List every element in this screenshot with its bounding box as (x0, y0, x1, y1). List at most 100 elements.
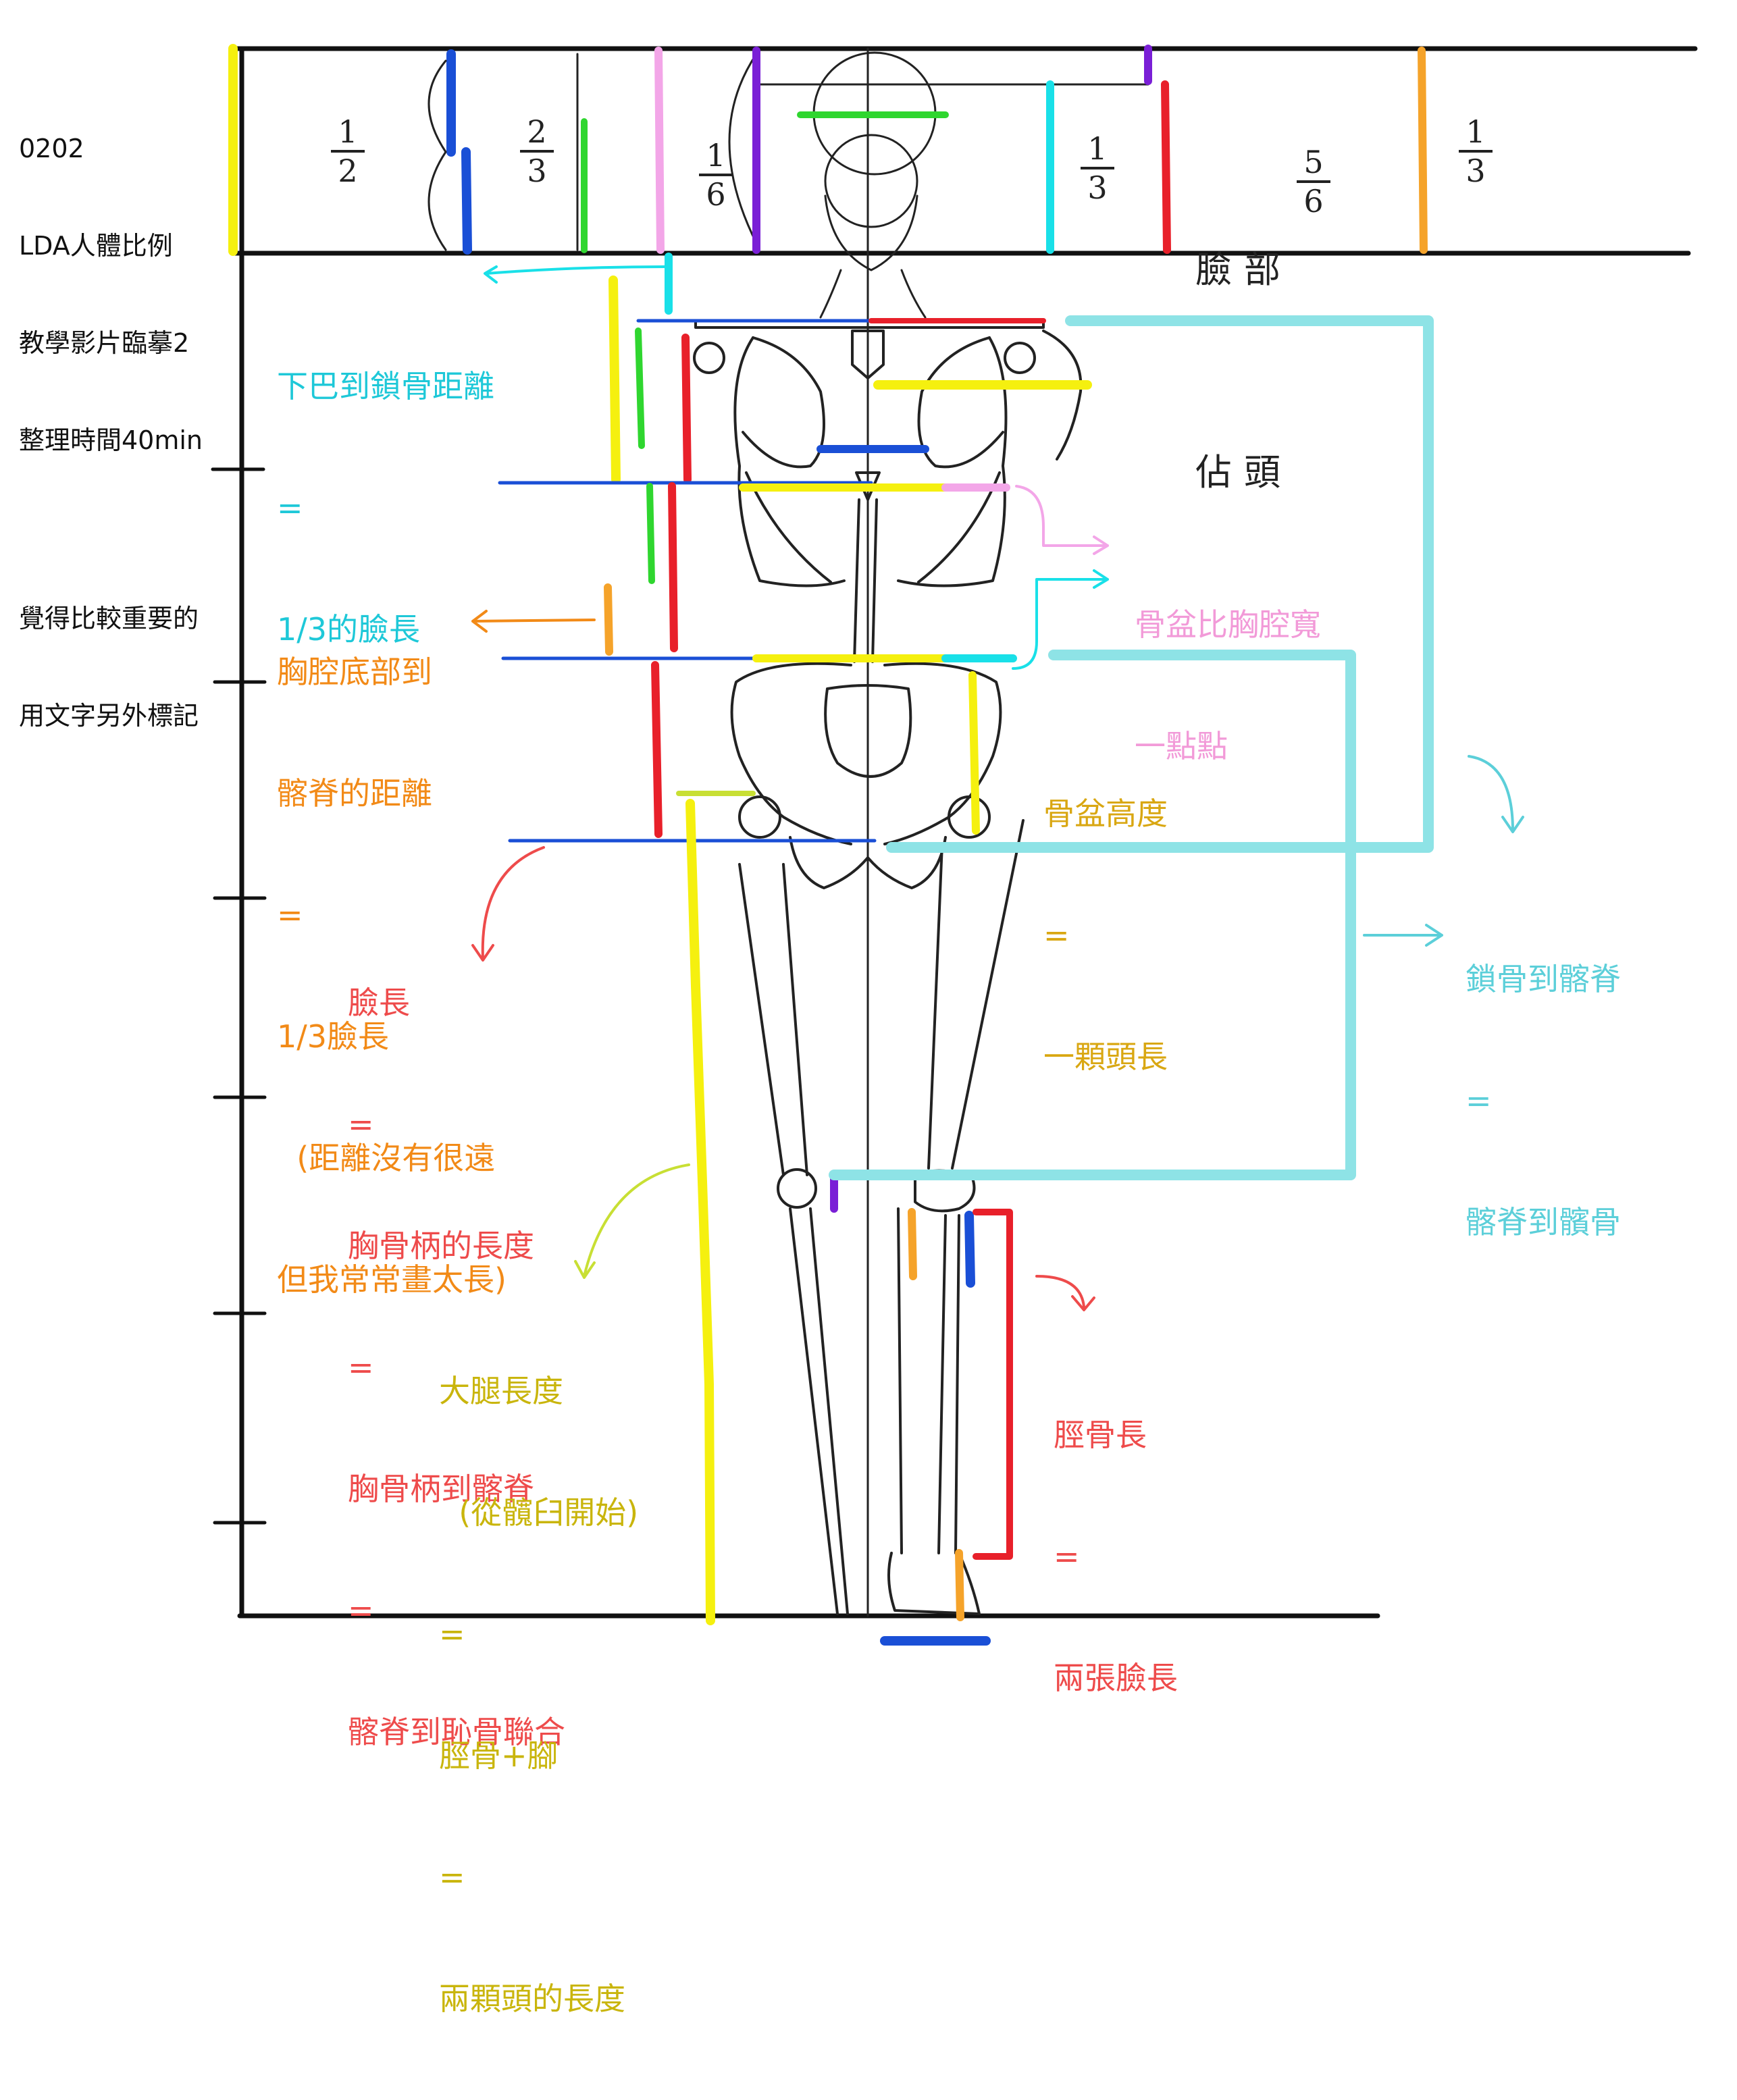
annotation-pelvis-wider: 骨盆比胸腔寬 一點點 (1135, 523, 1321, 847)
red-torso-bar-1 (681, 334, 692, 483)
annotation-line: (從髖臼開始) (439, 1494, 639, 1531)
annotation-line: 胸骨柄到髂脊 (348, 1471, 534, 1507)
spine (853, 498, 878, 663)
right-shoulder-joint (1004, 342, 1036, 374)
annotation-line: 胸骨柄的長度 (348, 1228, 534, 1264)
annotation-line: 髂脊到髕骨 (1466, 1204, 1621, 1240)
left-shin (789, 1207, 849, 1615)
annotation-arrows (471, 265, 1524, 1311)
fraction-numerator: 1 (338, 113, 358, 150)
lower-head-circle (824, 134, 918, 228)
face-label: 臉部 佔頭 (1195, 101, 1293, 641)
right-femur (927, 819, 1025, 1170)
right-ilium (883, 662, 1002, 845)
iliac-patella-bracket (829, 650, 1356, 1180)
red-tibia-bracket (973, 1209, 1013, 1560)
annotation-line: = (1054, 1538, 1080, 1575)
fraction-two-thirds: 2 3 (520, 115, 554, 188)
fraction-numerator: 1 (1087, 130, 1108, 167)
annotation-line: (距離沒有很遠 (277, 1140, 496, 1176)
leg-measure-marks (685, 799, 1013, 1646)
fraction-denominator: 3 (1087, 169, 1108, 206)
right-upper-arm (1042, 330, 1083, 461)
fraction-numerator: 1 (706, 137, 726, 174)
left-hip-joint (738, 795, 781, 839)
orange-ankle-mark (955, 1549, 964, 1621)
fraction-bar (699, 174, 733, 176)
red-face (1161, 80, 1171, 254)
annotation-line: = (348, 1592, 374, 1629)
fraction-denominator: 2 (338, 153, 358, 189)
header-note-line: 教學影片臨摹2 (19, 328, 190, 358)
blue-head-lower (461, 147, 472, 255)
chin-arrow (484, 265, 667, 284)
annotation-line: = (439, 1616, 465, 1652)
header-note: 0202 LDA人體比例 教學影片臨摹2 整理時間40min 覺得比較重要的 用… (19, 68, 203, 797)
blue-tibia-mark (964, 1211, 975, 1288)
left-pectoral (742, 336, 825, 469)
header-note-line: 整理時間40min (19, 425, 203, 455)
face-label-line: 臉部 (1195, 248, 1293, 291)
header-note-line: 用文字另外標記 (19, 701, 199, 731)
header-note-line: 0202 (19, 134, 84, 163)
bracket-arrow-right (1363, 924, 1443, 947)
clavicle-iliac-bracket (886, 315, 1434, 853)
fraction-denominator: 3 (1466, 153, 1486, 189)
green-sternum-bar (635, 327, 645, 449)
annotation-line: = (1466, 1082, 1492, 1119)
right-hip-joint (948, 795, 991, 839)
thigh-arrow (574, 1163, 690, 1279)
left-femur (738, 863, 808, 1176)
annotation-line: 鎖骨到髂脊 (1466, 961, 1621, 997)
legs-skeleton (738, 819, 1025, 1615)
annotation-tibia-length: 脛骨長 = 兩張臉長 (1054, 1334, 1178, 1779)
pelvis-wider-arrow-pink (1015, 485, 1109, 555)
annotation-face-length: 臉長 = 胸骨柄的長度 = 胸骨柄到髂脊 = 髂脊到恥骨聯合 (348, 901, 565, 1833)
annotation-line: 骨盆比胸腔寬 (1135, 606, 1321, 643)
fraction-numerator: 5 (1303, 144, 1324, 180)
orange-knee-mark (908, 1208, 917, 1280)
annotation-chin-clavicle: 下巴到鎖骨距離 = 1/3的臉長 (277, 285, 494, 731)
green-lower-bar (646, 483, 655, 584)
annotation-line: 兩顆頭的長度 (439, 1980, 625, 2017)
annotation-line: 但我常常畫太長) (277, 1261, 507, 1298)
fraction-bar (1459, 150, 1493, 153)
jaw-outline (824, 194, 918, 271)
face-label-line: 佔頭 (1195, 451, 1293, 494)
red-torso-bar-2 (668, 482, 678, 652)
annotation-line: 脛骨+腳 (439, 1737, 559, 1774)
fraction-five-sixths: 5 6 (1297, 145, 1330, 218)
thorax-arrow (471, 610, 596, 633)
header-note-line (19, 521, 203, 537)
annotation-line: 髂脊的距離 (277, 775, 432, 812)
fraction-one-third-b: 1 3 (1459, 115, 1493, 188)
yellow-thigh-bar (685, 799, 715, 1625)
annotation-line: = (277, 490, 303, 526)
annotation-line: 骨盆高度 (1043, 795, 1168, 832)
skeleton-proportion-drawing (211, 44, 1698, 1646)
pink-measure (654, 47, 665, 254)
torso-measure-marks (498, 253, 1092, 843)
annotation-thigh-length: 大腿長度 (從髖臼開始) = 脛骨+腳 = 兩顆頭的長度 (439, 1290, 638, 2100)
proportion-study-canvas: 0202 LDA人體比例 教學影片臨摹2 整理時間40min 覺得比較重要的 用… (19, 44, 1698, 2017)
left-ilium (730, 662, 852, 845)
annotation-line: = (348, 1349, 374, 1386)
fraction-bar (1297, 180, 1330, 183)
fraction-denominator: 3 (527, 153, 547, 189)
fraction-numerator: 2 (527, 113, 547, 150)
head-arc (728, 53, 758, 244)
orange-third (1418, 47, 1428, 254)
head-measure-marks (228, 44, 1428, 256)
header-note-line: LDA人體比例 (19, 231, 173, 261)
annotation-line: 兩張臉長 (1054, 1660, 1178, 1696)
annotation-line: 1/3臉長 (277, 1018, 390, 1055)
right-tibia (897, 1207, 947, 1554)
fraction-denominator: 6 (1303, 183, 1324, 219)
annotation-line: 一點點 (1135, 728, 1228, 764)
annotation-thorax-iliac: 胸腔底部到 髂脊的距離 = 1/3臉長 (距離沒有很遠 但我常常畫太長) (277, 571, 507, 1381)
header-note-line: 覺得比較重要的 (19, 604, 199, 633)
fraction-one-third-a: 1 3 (1081, 132, 1114, 205)
right-pectoral (917, 336, 1004, 469)
annotation-line: = (277, 897, 303, 933)
pelvis-wider-arrow-cyan (1012, 569, 1109, 670)
